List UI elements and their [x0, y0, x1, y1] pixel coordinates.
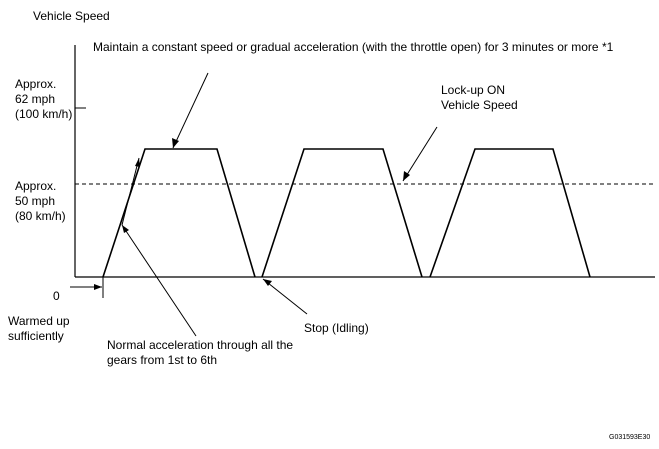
- arrow-lockup-speed: [402, 126, 438, 182]
- normal-acceleration-label: Normal acceleration through all the gear…: [107, 338, 293, 368]
- speed-label-62mph-line1: Approx.: [15, 77, 57, 91]
- arrow-normal-acceleration-2: [121, 157, 140, 226]
- zero-label: 0: [53, 289, 60, 303]
- lockup-label-line2: Vehicle Speed: [441, 98, 518, 112]
- normal-acceleration-label-line2: gears from 1st to 6th: [107, 353, 218, 367]
- speed-label-62mph-line3: (100 km/h): [15, 107, 73, 121]
- speed-label-62mph: Approx. 62 mph (100 km/h): [15, 77, 72, 122]
- arrow-zero-start: [70, 284, 102, 290]
- lockup-label-line1: Lock-up ON: [441, 83, 506, 97]
- speed-profile-cycle-1: [102, 148, 256, 278]
- normal-acceleration-label-line1: Normal acceleration through all the: [107, 338, 294, 352]
- arrow-stop-idling: [262, 278, 308, 315]
- speed-label-50mph-line3: (80 km/h): [15, 209, 66, 223]
- warmed-up-label: Warmed up sufficiently: [8, 314, 70, 344]
- speed-profile-cycle-3: [429, 148, 591, 278]
- speed-label-62mph-line2: 62 mph: [15, 92, 56, 106]
- speed-label-50mph-line1: Approx.: [15, 179, 57, 193]
- arrow-constant-speed: [172, 72, 209, 149]
- speed-profile-cycle-2: [261, 148, 423, 278]
- warmed-up-label-line2: sufficiently: [8, 329, 64, 343]
- y-axis-title: Vehicle Speed: [33, 9, 110, 23]
- lockup-label: Lock-up ON Vehicle Speed: [441, 83, 518, 113]
- warmed-up-label-line1: Warmed up: [8, 314, 70, 328]
- stop-idling-label: Stop (Idling): [304, 321, 369, 335]
- speed-label-50mph: Approx. 50 mph (80 km/h): [15, 179, 66, 224]
- arrow-normal-acceleration-1: [121, 224, 197, 337]
- instruction-text: Maintain a constant speed or gradual acc…: [93, 40, 614, 54]
- figure-code: G031593E30: [609, 434, 651, 441]
- speed-label-50mph-line2: 50 mph: [15, 194, 56, 208]
